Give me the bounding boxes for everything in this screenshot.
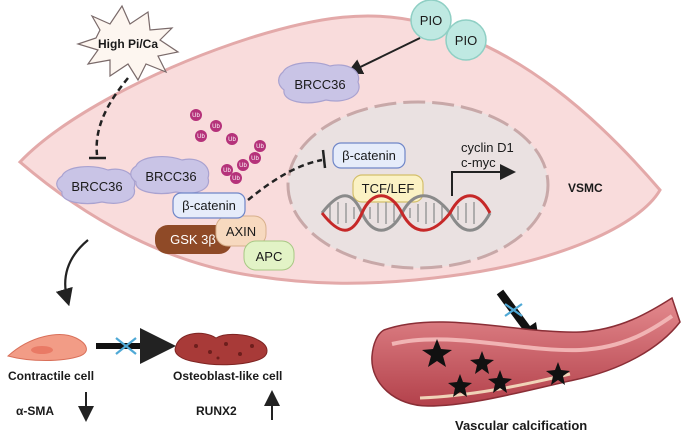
brcc36-top-blob: [278, 62, 360, 104]
vsmc-label: VSMC: [568, 181, 603, 195]
beta-catenin-cyto-label: β-catenin: [182, 198, 236, 213]
tcf-lef-box: [352, 174, 424, 203]
c-myc-label: c-myc: [461, 155, 496, 170]
ub-molecule: [237, 159, 249, 171]
calcification-star-icon: [488, 370, 512, 393]
inhibition-bar-catenin: [321, 149, 327, 169]
pio-molecule-2: [445, 19, 487, 61]
ub-molecule: [249, 152, 261, 164]
contractile-nucleus: [31, 346, 53, 354]
ubiquitin-cluster: Ub Ub Ub Ub Ub Ub Ub Ub Ub: [190, 109, 266, 184]
brcc36-left-blob: [56, 166, 136, 205]
apc-label: APC: [256, 249, 283, 264]
brcc36-mid-label: BRCC36: [145, 169, 196, 184]
ub-label: Ub: [239, 163, 247, 169]
ub-molecule: [230, 172, 242, 184]
axin-label: AXIN: [226, 224, 256, 239]
vascular-calcification-label: Vascular calcification: [455, 418, 587, 433]
dna-helix-icon: [320, 194, 492, 232]
calcification-star-icon: [422, 339, 452, 367]
brcc36-top-label: BRCC36: [294, 77, 345, 92]
ub-molecule: [254, 140, 266, 152]
contractile-cell-label: Contractile cell: [8, 369, 94, 383]
beta-catenin-cyto-box: [172, 192, 246, 219]
ub-molecule: [226, 133, 238, 145]
ub-label: Ub: [228, 137, 236, 143]
runx2-label: RUNX2: [196, 404, 237, 418]
high-pi-ca-burst-icon: [76, 4, 180, 82]
brcc36-left-label: BRCC36: [71, 179, 122, 194]
beta-catenin-nuc-label: β-catenin: [342, 148, 396, 163]
blocker-x-icon: [115, 337, 137, 355]
alpha-sma-label: α-SMA: [16, 404, 54, 418]
tcf-lef-label: TCF/LEF: [362, 181, 415, 196]
pio-label-2: PIO: [455, 33, 477, 48]
ub-molecule: [195, 130, 207, 142]
high-pi-ca-label: High Pi/Ca: [98, 37, 158, 51]
brcc36-mid-blob: [130, 156, 210, 195]
osteoblast-cell-icon: [174, 332, 268, 366]
ub-label: Ub: [197, 134, 205, 140]
ub-molecule: [190, 109, 202, 121]
calcification-star-icon: [448, 374, 472, 397]
inhibition-line-pi: [95, 77, 129, 156]
osteoblast-spots: [194, 342, 254, 360]
ub-label: Ub: [212, 124, 220, 130]
calcification-star-icon: [470, 351, 494, 374]
ub-label: Ub: [223, 168, 231, 174]
phenotype-arrow: [55, 239, 89, 307]
apc-box: [243, 240, 295, 271]
ub-label: Ub: [251, 156, 259, 162]
ub-label: Ub: [256, 144, 264, 150]
blood-vessel: [371, 296, 681, 407]
gsk3b-label: GSK 3β: [170, 232, 216, 247]
pio-label-1: PIO: [420, 13, 442, 28]
vessel-highlight: [391, 314, 674, 353]
ub-label: Ub: [192, 113, 200, 119]
osteoblast-cell-label: Osteoblast-like cell: [173, 369, 282, 383]
blocker-x-icon-vessel: [504, 303, 523, 317]
pio-molecule-1: [410, 0, 452, 41]
ub-label: Ub: [232, 176, 240, 182]
beta-catenin-nuc-box: [332, 142, 406, 169]
pio-arrow: [346, 37, 421, 74]
ub-molecule: [210, 120, 222, 132]
gsk3b-box: [155, 225, 232, 254]
ub-molecule: [221, 164, 233, 176]
calcification-star-icon: [546, 362, 570, 385]
transcription-arrow: [451, 164, 516, 196]
calcification-stars: [422, 339, 570, 397]
inhibition-line-catenin: [247, 158, 323, 201]
cyclin-d1-label: cyclin D1: [461, 140, 514, 155]
